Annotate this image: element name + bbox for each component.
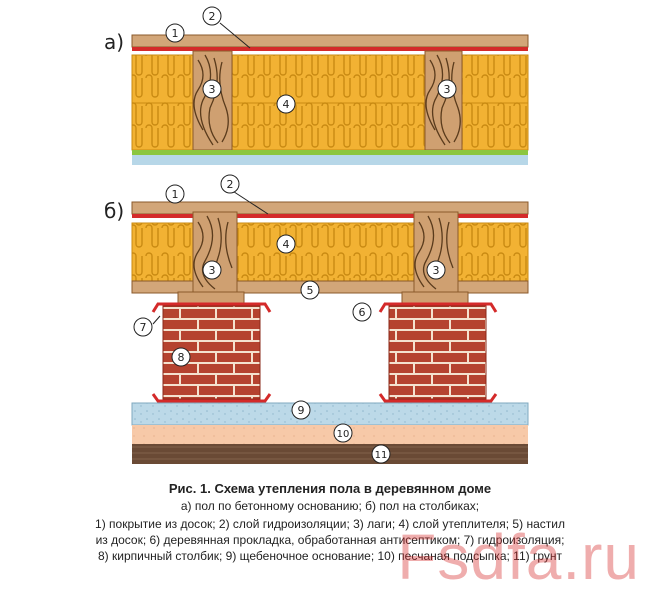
callout-circle-n8 [171, 347, 191, 367]
joist-a-right [424, 50, 463, 151]
callout-circle-n1 [165, 23, 185, 43]
callout-circle-n11 [371, 444, 391, 464]
callout-number-n5: 5 [307, 284, 314, 297]
insulation-b [131, 222, 529, 282]
callout-circle-n3 [426, 260, 446, 280]
watermark: Fsdfa.ru [397, 521, 640, 593]
section-a [131, 34, 529, 165]
caption-line-2: 1) покрытие из досок; 2) слой гидроизоля… [95, 517, 565, 531]
callout-number-n7: 7 [140, 321, 147, 334]
figure-title: Рис. 1. Схема утепления пола в деревянно… [168, 481, 492, 496]
callout-number-n1: 1 [172, 188, 179, 201]
concrete-base-a [132, 155, 528, 165]
waterproofing-left-top [151, 302, 272, 313]
joist-a-left [192, 50, 233, 151]
callout-number-n9: 9 [298, 404, 305, 417]
floor-board-b [131, 201, 529, 215]
caption-line-4: 8) кирпичный столбик; 9) щебеночное осно… [98, 549, 562, 563]
callout-circle-n2 [220, 174, 240, 194]
waterproofing-right-bottom [378, 393, 498, 403]
section-b [131, 201, 529, 464]
callout-number-n11: 11 [375, 450, 388, 461]
callout-circle-n4 [276, 234, 296, 254]
callouts: 1 2 3 4 3 1 2 4 3 3 5 6 7 8 9 10 11 [133, 6, 457, 464]
callout-number-n3: 3 [209, 264, 216, 277]
callout-circle-n5 [300, 280, 320, 300]
gravel-base [131, 402, 529, 426]
wood-pad-right [401, 291, 469, 305]
floor-board-a [131, 34, 529, 48]
joist-b-right [413, 211, 459, 293]
subfloor-board-b [131, 280, 529, 294]
callout-number-n2: 2 [227, 178, 234, 191]
brick-pillar-right [388, 305, 487, 400]
waterproofing-left-bottom [151, 393, 272, 403]
callout-number-n3: 3 [433, 264, 440, 277]
waterproof-layer-a [132, 47, 528, 51]
soil-layer [132, 444, 528, 464]
waterproof-layer-b [132, 214, 528, 218]
callout-circle-n3 [437, 79, 457, 99]
callout-number-n3: 3 [444, 83, 451, 96]
callout-number-n2: 2 [209, 10, 216, 23]
callout-number-n4: 4 [283, 98, 290, 111]
callout-number-n1: 1 [172, 27, 179, 40]
green-layer-a [132, 150, 528, 155]
sand-layer [132, 425, 528, 444]
callout-number-n3: 3 [209, 83, 216, 96]
callout-number-n10: 10 [337, 429, 350, 440]
joist-b-left [192, 211, 238, 293]
callout-circle-n2 [202, 6, 222, 26]
section-b-label: б) [104, 199, 125, 223]
callout-number-n6: 6 [359, 306, 366, 319]
callout-circle-n7 [133, 317, 153, 337]
caption-line-3: из досок; 6) деревянная прокладка, обраб… [95, 533, 565, 547]
wood-pad-left [177, 291, 245, 305]
callout-circle-n1 [165, 184, 185, 204]
callout-circle-n9 [291, 400, 311, 420]
callout-circle-n3 [202, 260, 222, 280]
callout-circle-n4 [276, 94, 296, 114]
section-a-label: а) [104, 30, 125, 54]
callout-circle-n10 [333, 423, 353, 443]
callout-number-n4: 4 [283, 238, 290, 251]
caption-line-1: а) пол по бетонному основанию; б) пол на… [180, 499, 480, 513]
waterproofing-right-top [378, 302, 498, 313]
callout-circle-n3 [202, 79, 222, 99]
callout-number-n8: 8 [178, 351, 185, 364]
callout-circle-n6 [352, 302, 372, 322]
